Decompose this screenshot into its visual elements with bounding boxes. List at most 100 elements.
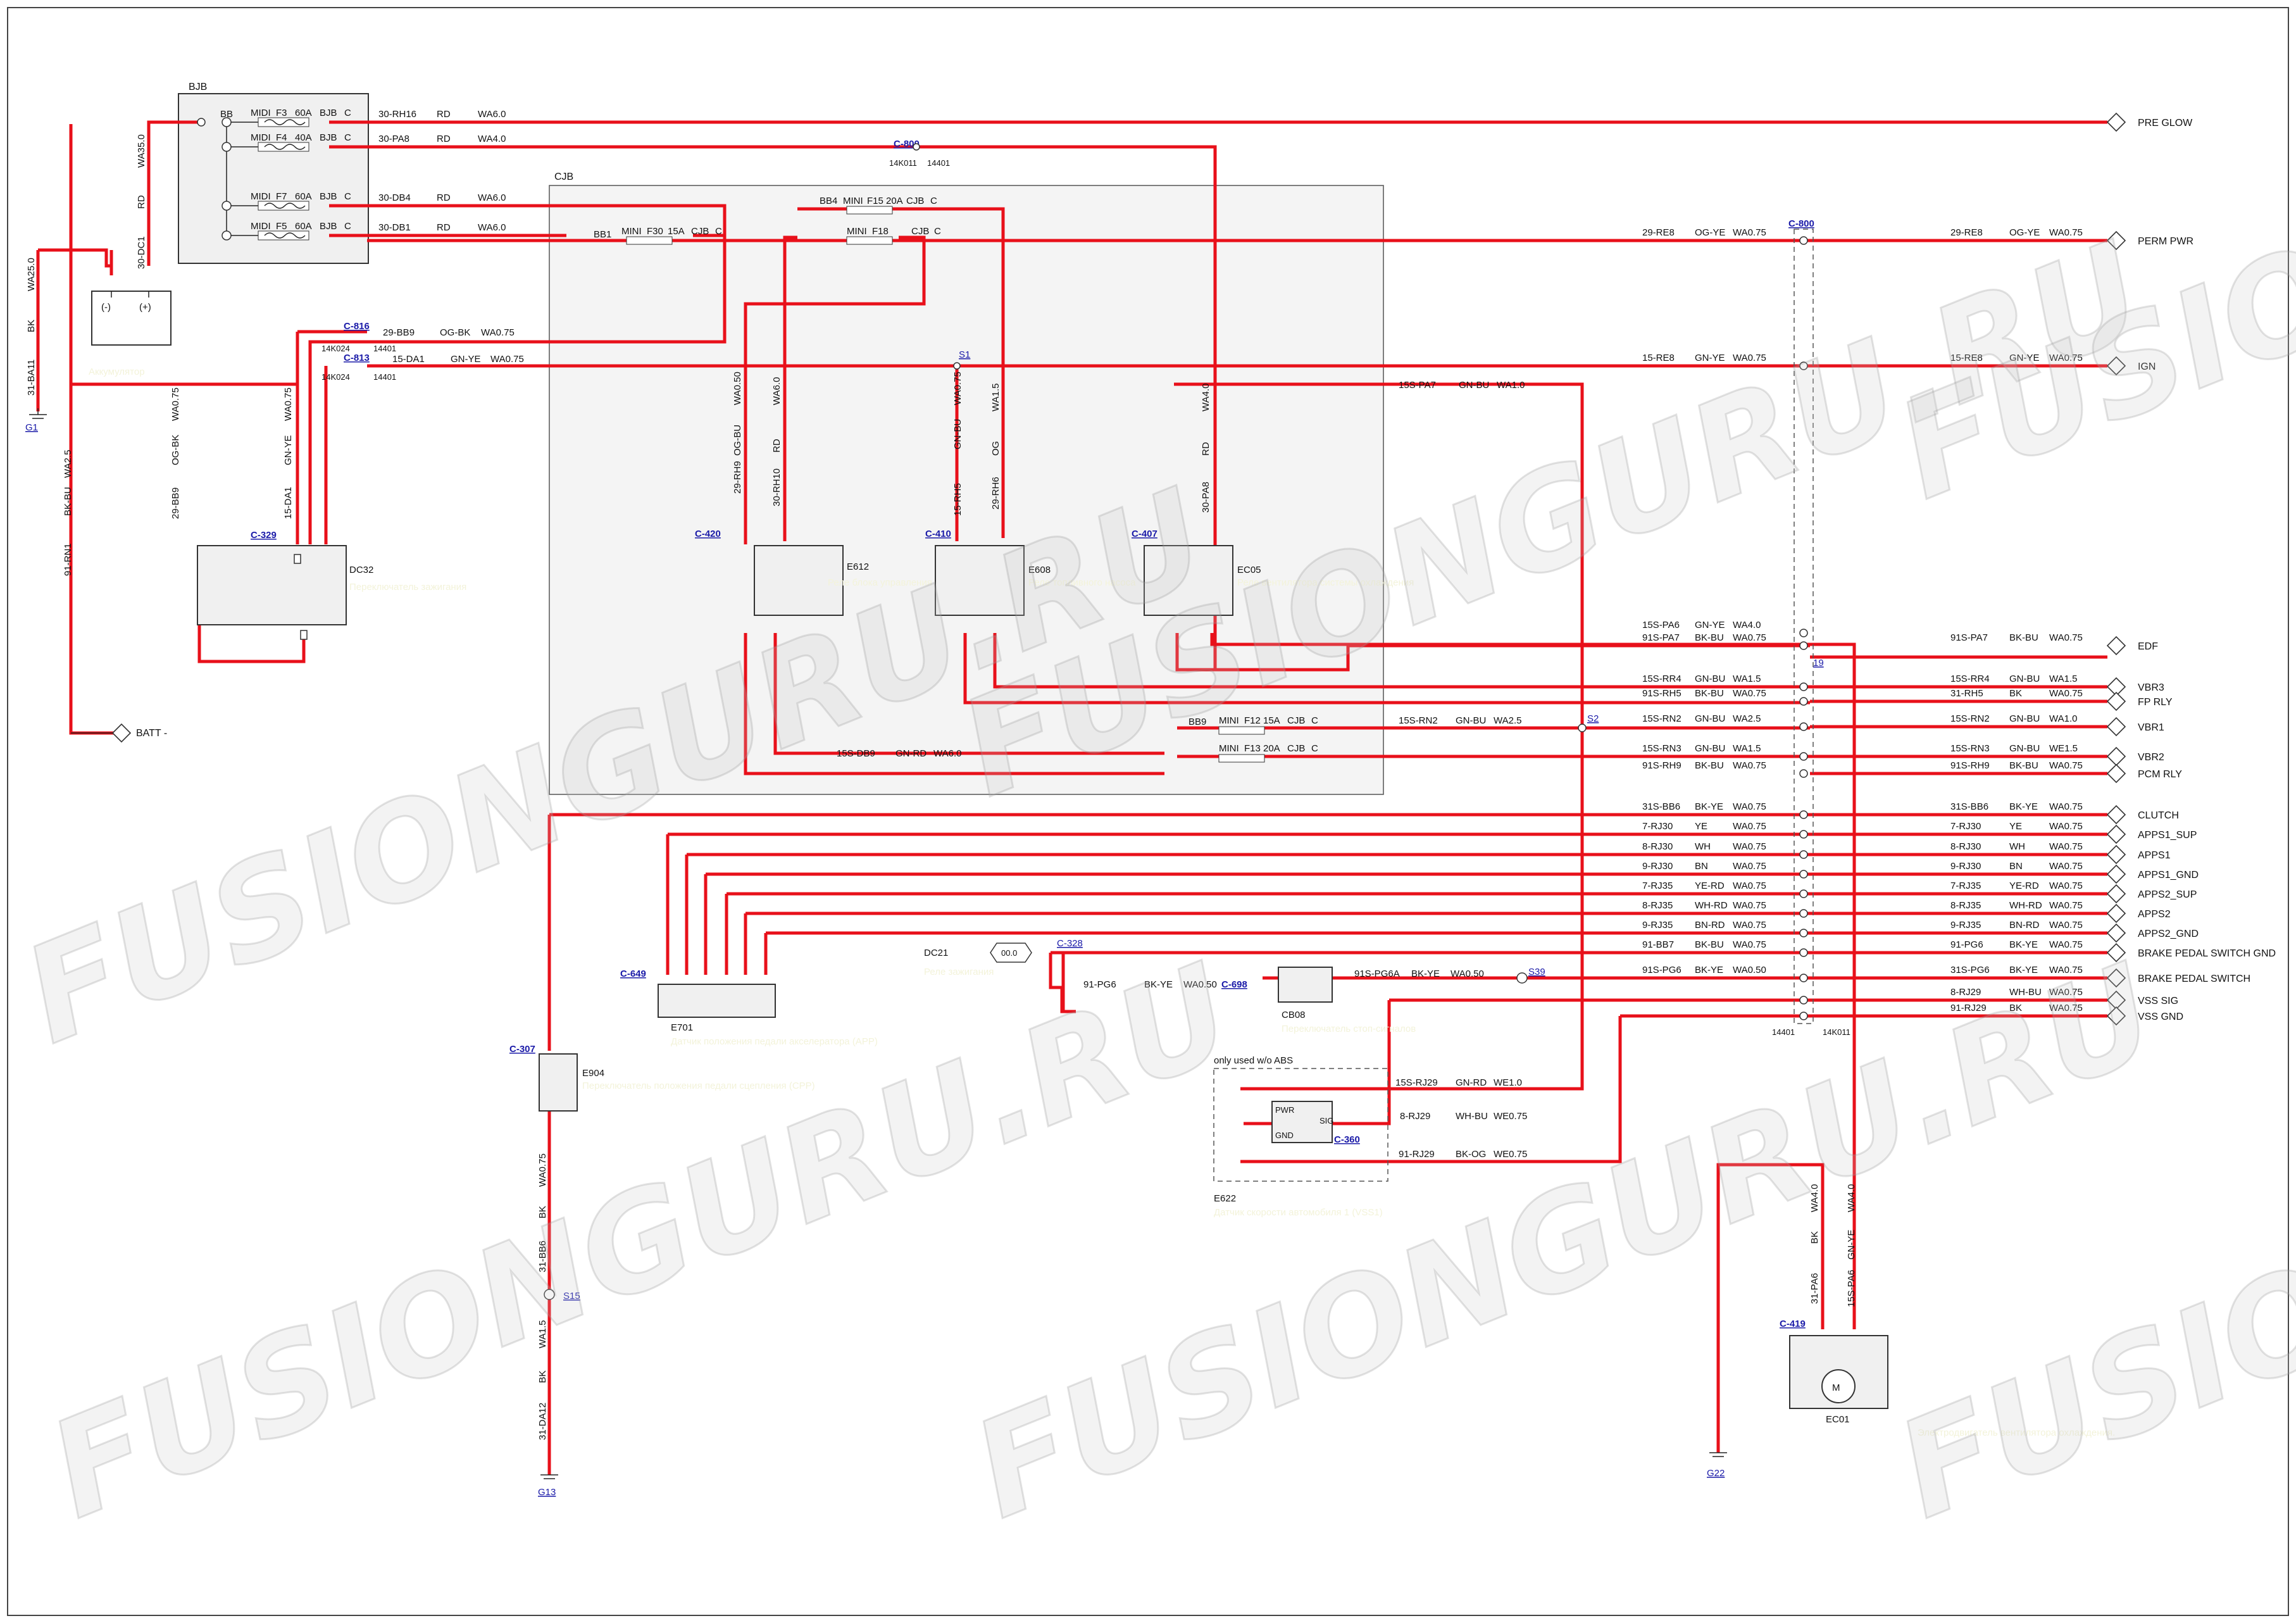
svg-text:31-PA6: 31-PA6 — [1809, 1273, 1820, 1304]
svg-text:BK: BK — [537, 1206, 548, 1219]
svg-text:C-816: C-816 — [344, 321, 370, 332]
signal-terminal-diamond — [2106, 903, 2126, 924]
signal-terminal-diamond — [2106, 691, 2126, 711]
signal-left-gauge: WA0.75 — [1733, 900, 1766, 911]
svg-text:BK: BK — [537, 1370, 548, 1383]
c800-pin — [1799, 974, 1808, 982]
relay-e612: C-420 E612 Реле блока управления силовым… — [695, 529, 1020, 616]
svg-text:RD: RD — [771, 439, 782, 453]
c800-pin — [1799, 948, 1808, 957]
c800-pin — [1799, 830, 1808, 839]
signal-right-circuit: 15S-RN3 — [1950, 743, 1990, 754]
signal-right-color: BK-BU — [2009, 632, 2038, 643]
svg-text:MIDI: MIDI — [251, 221, 271, 232]
svg-text:BJB: BJB — [320, 221, 337, 232]
signal-right-gauge: WA0.75 — [2049, 632, 2083, 643]
signal-right-gauge: WA0.75 — [2049, 965, 2083, 975]
signal-right-color: BK-YE — [2009, 801, 2038, 812]
svg-text:WA6.0: WA6.0 — [478, 109, 506, 120]
signal-left-color: WH-RD — [1695, 900, 1728, 911]
bb-label: BB — [220, 109, 233, 120]
svg-text:MIDI: MIDI — [251, 191, 271, 202]
signal-right-circuit: 31-RH5 — [1950, 688, 1983, 699]
signal-left-color: BN — [1695, 861, 1708, 872]
svg-text:Датчик положения педали акселе: Датчик положения педали акселератора (AP… — [671, 1036, 878, 1047]
signal-left-circuit: 9-RJ30 — [1642, 861, 1673, 872]
c800-pin — [1799, 641, 1808, 650]
signal-left-circuit: 91-BB7 — [1642, 939, 1674, 950]
svg-text:OG-BK: OG-BK — [170, 435, 181, 465]
signal-right-gauge: WA1.5 — [2049, 674, 2077, 684]
signal-left-gauge: WA0.75 — [1733, 632, 1766, 643]
signal-right-color: BK-BU — [2009, 760, 2038, 771]
svg-text:14K024: 14K024 — [321, 344, 350, 353]
svg-text:EC01: EC01 — [1826, 1414, 1850, 1425]
svg-text:15S-RN2: 15S-RN2 — [1399, 715, 1438, 726]
signal-left-color: GN-YE — [1695, 620, 1725, 630]
signal-left-gauge: WA0.75 — [1733, 939, 1766, 950]
c800-pin — [1799, 909, 1808, 918]
svg-text:14K011: 14K011 — [1823, 1027, 1850, 1037]
svg-text:31-BB6: 31-BB6 — [537, 1241, 548, 1272]
signal-left-color: BK-BU — [1695, 939, 1724, 950]
svg-text:E622: E622 — [1214, 1193, 1236, 1204]
battery: (-) (+) Аккумулятор — [89, 291, 172, 377]
signal-right-gauge: WA0.75 — [2049, 880, 2083, 891]
signal-left-circuit: 8-RJ35 — [1642, 900, 1673, 911]
signal-name: APPS1_SUP — [2138, 830, 2197, 841]
svg-text:C-800: C-800 — [1788, 218, 1814, 229]
svg-text:WH-BU: WH-BU — [1456, 1111, 1488, 1122]
svg-text:BK-OG: BK-OG — [1456, 1149, 1486, 1160]
signal-left-color: WH — [1695, 841, 1711, 852]
svg-text:WA1.5: WA1.5 — [990, 384, 1001, 411]
signal-left-color: YE — [1695, 821, 1707, 832]
signal-left-gauge: WA1.5 — [1733, 743, 1761, 754]
signal-name: VBR2 — [2138, 752, 2164, 763]
svg-text:14K024: 14K024 — [321, 372, 350, 382]
svg-text:CJB: CJB — [1287, 743, 1305, 754]
fan-motor-ec01: M C-419 EC01 Электродвигатель вентилятор… — [1780, 1319, 2115, 1438]
svg-text:WA0.50: WA0.50 — [732, 372, 743, 405]
svg-text:CB08: CB08 — [1282, 1010, 1306, 1020]
signal-right-gauge: WA0.75 — [2049, 688, 2083, 699]
svg-text:Реле зажигания: Реле зажигания — [924, 967, 994, 977]
c800-pin — [1799, 850, 1808, 859]
svg-text:WE0.75: WE0.75 — [1494, 1149, 1527, 1160]
svg-text:91S-PG6A: 91S-PG6A — [1354, 968, 1400, 979]
svg-text:S15: S15 — [563, 1291, 580, 1301]
signal-left-circuit: 91S-PG6 — [1642, 965, 1681, 975]
svg-text:14401: 14401 — [927, 158, 950, 168]
svg-text:RD: RD — [136, 195, 147, 209]
svg-text:14K011: 14K011 — [889, 158, 917, 168]
signal-terminal-diamond — [2106, 884, 2126, 904]
ignition-switch: DC32 Переключатель зажигания C-329 — [197, 530, 466, 640]
svg-text:DC21: DC21 — [924, 948, 948, 958]
svg-text:(-): (-) — [101, 302, 111, 313]
svg-text:MINI: MINI — [1219, 715, 1239, 726]
svg-text:C: C — [344, 221, 351, 232]
signal-left-circuit: 91S-RH5 — [1642, 688, 1681, 699]
signal-terminal-diamond — [2106, 805, 2126, 825]
svg-text:F30: F30 — [647, 226, 663, 237]
signal-left-gauge: WA0.75 — [1733, 920, 1766, 931]
c800-pin — [1799, 361, 1808, 370]
signal-right-circuit: 91S-RH9 — [1950, 760, 1990, 771]
c800-pin — [1799, 929, 1808, 937]
signal-right-circuit: 15-RE8 — [1950, 353, 1983, 363]
svg-text:Реле вентилятора системы охлаж: Реле вентилятора системы охлаждения — [1237, 577, 1414, 588]
signal-right-circuit: 8-RJ30 — [1950, 841, 1981, 852]
svg-text:C-360: C-360 — [1334, 1134, 1360, 1145]
vss-sensor-e622: only used w/o ABS PWR SIG GND C-360 E622… — [1213, 1055, 1527, 1218]
svg-text:WA6.0: WA6.0 — [478, 192, 506, 203]
signal-name: IGN — [2138, 361, 2156, 372]
svg-text:WA0.50: WA0.50 — [1183, 979, 1217, 990]
signal-left-gauge: WA0.75 — [1733, 841, 1766, 852]
signal-terminal-diamond — [2106, 717, 2126, 737]
signal-right-gauge: WA0.75 — [2049, 987, 2083, 998]
svg-text:S2: S2 — [1587, 713, 1599, 724]
c800-pin — [1799, 752, 1808, 761]
svg-text:C-649: C-649 — [620, 968, 646, 979]
svg-text:14401: 14401 — [1772, 1027, 1795, 1037]
